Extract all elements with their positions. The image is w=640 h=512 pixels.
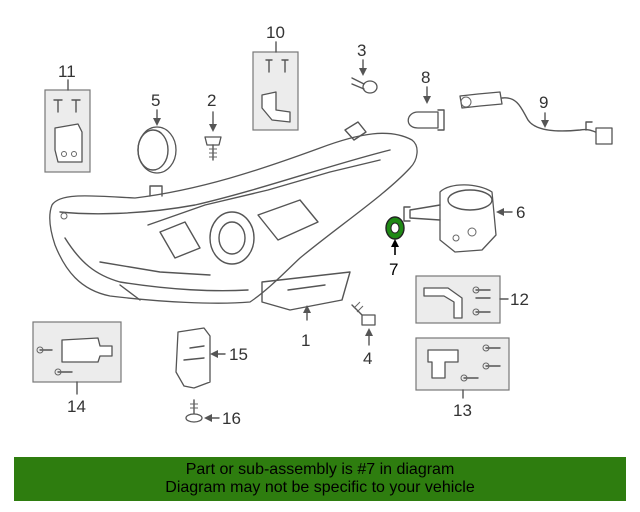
callout-12: 12 xyxy=(510,290,529,309)
callout-4: 4 xyxy=(363,349,372,368)
bolt-16-icon xyxy=(185,399,203,423)
banner-line-1: Part or sub-assembly is #7 in diagram xyxy=(185,461,455,478)
callout-14: 14 xyxy=(67,397,86,416)
bracket-kit-12 xyxy=(415,275,501,324)
bulb-8-icon xyxy=(407,109,445,131)
callout-9: 9 xyxy=(539,93,548,112)
callout-10: 10 xyxy=(266,23,285,42)
info-banner: Part or sub-assembly is #7 in diagram Di… xyxy=(14,457,626,501)
callout-6: 6 xyxy=(516,203,525,222)
bracket-kit-13 xyxy=(415,337,510,391)
bracket-15-icon xyxy=(175,327,211,389)
bolt-4-icon xyxy=(351,301,376,326)
callout-13: 13 xyxy=(453,401,472,420)
callout-11: 11 xyxy=(58,62,76,81)
callout-3: 3 xyxy=(357,41,366,60)
bracket-kit-11 xyxy=(44,89,91,173)
bracket-kit-10 xyxy=(252,51,299,131)
headlamp-assembly xyxy=(49,121,418,311)
socket-wire-9-icon xyxy=(459,91,613,145)
leveling-motor-6-icon xyxy=(403,184,497,253)
banner-line-2: Diagram may not be specific to your vehi… xyxy=(165,479,475,496)
screw-3-icon xyxy=(351,77,378,94)
cap-5-icon xyxy=(137,126,177,174)
callout-15: 15 xyxy=(229,345,248,364)
bracket-kit-14 xyxy=(32,321,122,383)
gasket-7-icon xyxy=(385,216,405,240)
callout-1: 1 xyxy=(301,331,310,350)
callout-8: 8 xyxy=(421,68,430,87)
bolt-2-icon xyxy=(204,136,222,161)
callout-16: 16 xyxy=(222,409,241,428)
callout-5: 5 xyxy=(151,91,160,110)
callout-2: 2 xyxy=(207,91,216,110)
callout-7: 7 xyxy=(389,260,398,279)
